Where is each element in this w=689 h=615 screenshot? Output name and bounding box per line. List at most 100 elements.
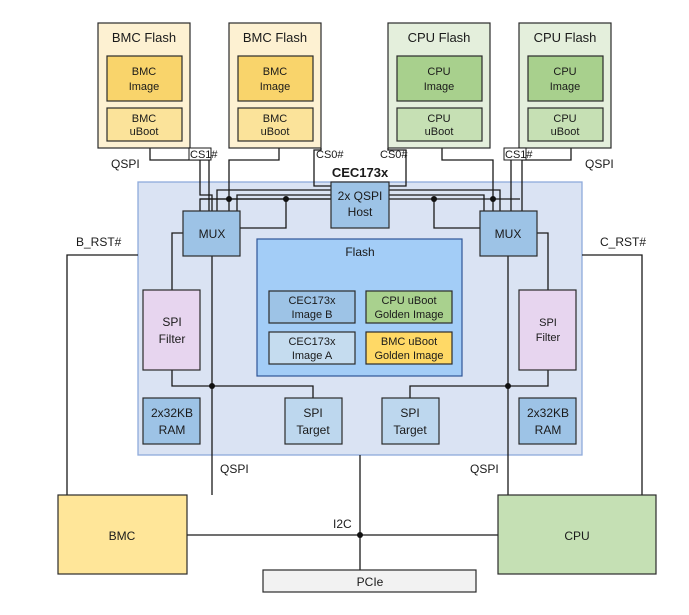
spi-filter-right-label-1: SPI <box>539 317 557 329</box>
wire-host-to-mux-left <box>240 199 287 229</box>
wire-mux-left-to-filter <box>171 232 183 290</box>
bmc-flash-2-title: BMC Flash <box>243 30 307 45</box>
junction-dot <box>283 196 289 202</box>
wire-host-to-mux-right <box>433 199 480 229</box>
cpu-image-block <box>527 55 604 102</box>
junction-dot <box>431 196 437 202</box>
cpu-image-label-1: CPU <box>427 66 450 78</box>
wire-cpu-flash1-qspi <box>441 148 494 211</box>
cpu-flash-2-title: CPU Flash <box>534 30 597 45</box>
cpu-flash-2: CPU Flash CPU Image CPU uBoot <box>518 22 612 149</box>
wire-bmc-flash2-qspi <box>228 148 280 211</box>
internal-flash-title: Flash <box>345 245 374 259</box>
pcie-block: PCIe <box>262 569 477 593</box>
cpu-uboot-label-2: uBoot <box>551 126 580 138</box>
cpu-flash-1-title: CPU Flash <box>408 30 471 45</box>
cpu-uboot-label-1: CPU <box>427 113 450 125</box>
spi-target-left: SPI Target <box>284 397 343 445</box>
junctions <box>209 196 511 538</box>
wire-mux-right-to-filter <box>537 232 549 290</box>
bmc-uboot-label-1: BMC <box>263 113 288 125</box>
cpu-image-label-2: Image <box>550 81 581 93</box>
internal-flash: Flash CEC173x Image B CPU uBoot Golden I… <box>256 238 463 377</box>
cs1-right-label: CS1# <box>505 149 533 161</box>
cpu-flash-1: CPU Flash CPU Image CPU uBoot <box>387 22 491 149</box>
junction-dot <box>357 532 363 538</box>
ram-left-label-1: 2x32KB <box>151 406 193 420</box>
wire-filter-left-bus <box>171 370 314 398</box>
wire-cs0-right <box>387 148 407 187</box>
cpu-golden-label-2: Golden Image <box>374 309 443 321</box>
cpu-uboot-label-2: uBoot <box>425 126 454 138</box>
cpu-golden-image-block <box>365 290 453 324</box>
spi-filter-right-label-2: Filter <box>536 332 561 344</box>
cpu-uboot-label-1: CPU <box>553 113 576 125</box>
pcie-label: PCIe <box>357 575 384 589</box>
spi-target-right-label-1: SPI <box>400 406 419 420</box>
cpu-image-label-1: CPU <box>553 66 576 78</box>
mux-right: MUX <box>479 210 538 257</box>
cec-image-a-block <box>268 331 356 365</box>
junction-dot <box>226 196 232 202</box>
cpu-uboot-block <box>527 107 604 142</box>
spi-filter-right: SPI Filter <box>518 289 577 371</box>
spi-filter-left-label-2: Filter <box>159 332 186 346</box>
wire-cs0-left <box>313 148 331 187</box>
bmc-uboot-block <box>237 107 314 142</box>
cec-image-a-label-2: Image A <box>292 350 333 362</box>
bmc-label: BMC <box>109 529 136 543</box>
junction-dot <box>505 383 511 389</box>
junction-dot <box>209 383 215 389</box>
ram-right: 2x32KB RAM <box>518 397 577 445</box>
mux-right-label: MUX <box>495 227 522 241</box>
bmc-golden-label-1: BMC uBoot <box>381 336 437 348</box>
i2c-label: I2C <box>333 517 352 531</box>
qspi-top-right-label: QSPI <box>585 157 614 171</box>
cec-image-b-block <box>268 290 356 324</box>
ram-left: 2x32KB RAM <box>142 397 201 445</box>
b-rst-label: B_RST# <box>76 235 122 249</box>
cpu-image-block <box>396 55 483 102</box>
spi-target-right: SPI Target <box>381 397 440 445</box>
cpu-image-label-2: Image <box>424 81 455 93</box>
cpu-block: CPU <box>497 494 657 575</box>
cs0-left-label: CS0# <box>316 149 344 161</box>
spi-filter-left-label-1: SPI <box>162 315 181 329</box>
cec-image-a-label-1: CEC173x <box>288 336 336 348</box>
c-rst-label: C_RST# <box>600 235 646 249</box>
qspi-host-label-1: 2x QSPI <box>338 189 383 203</box>
bmc-flash-1: BMC Flash BMC Image BMC uBoot <box>97 22 191 149</box>
qspi-host: 2x QSPI Host <box>330 181 390 229</box>
wire-c-rst <box>582 254 643 495</box>
cpu-golden-label-1: CPU uBoot <box>381 295 436 307</box>
qspi-top-left-label: QSPI <box>111 157 140 171</box>
bmc-image-label-1: BMC <box>132 66 157 78</box>
wire-filter-right-bus <box>409 370 549 398</box>
bmc-image-label-1: BMC <box>263 66 288 78</box>
bmc-image-block <box>106 55 183 102</box>
bmc-flash-2: BMC Flash BMC Image BMC uBoot <box>228 22 322 149</box>
bmc-image-block <box>237 55 314 102</box>
bmc-uboot-label-2: uBoot <box>130 126 159 138</box>
cs1-left-label-box <box>188 147 212 161</box>
mux-left-label: MUX <box>199 227 226 241</box>
ram-right-label-1: 2x32KB <box>527 406 569 420</box>
cec173x-title: CEC173x <box>332 165 389 180</box>
qspi-bottom-right-label: QSPI <box>470 462 499 476</box>
bmc-uboot-label-1: BMC <box>132 113 157 125</box>
bmc-golden-image-block <box>365 331 453 365</box>
spi-target-right-label-2: Target <box>393 423 427 437</box>
cec-image-b-label-1: CEC173x <box>288 295 336 307</box>
spi-target-left-label-1: SPI <box>303 406 322 420</box>
wire-host-bus-right-2 <box>389 194 485 211</box>
spi-target-left-label-2: Target <box>296 423 330 437</box>
wire-host-bus-left-1 <box>216 189 331 211</box>
wire-b-rst <box>66 254 138 495</box>
bmc-image-label-2: Image <box>129 81 160 93</box>
cs0-right-label: CS0# <box>380 149 408 161</box>
cec-image-b-label-2: Image B <box>292 309 333 321</box>
bmc-block: BMC <box>57 494 188 575</box>
wires <box>66 148 643 570</box>
cs1-right-label-box <box>503 147 527 161</box>
